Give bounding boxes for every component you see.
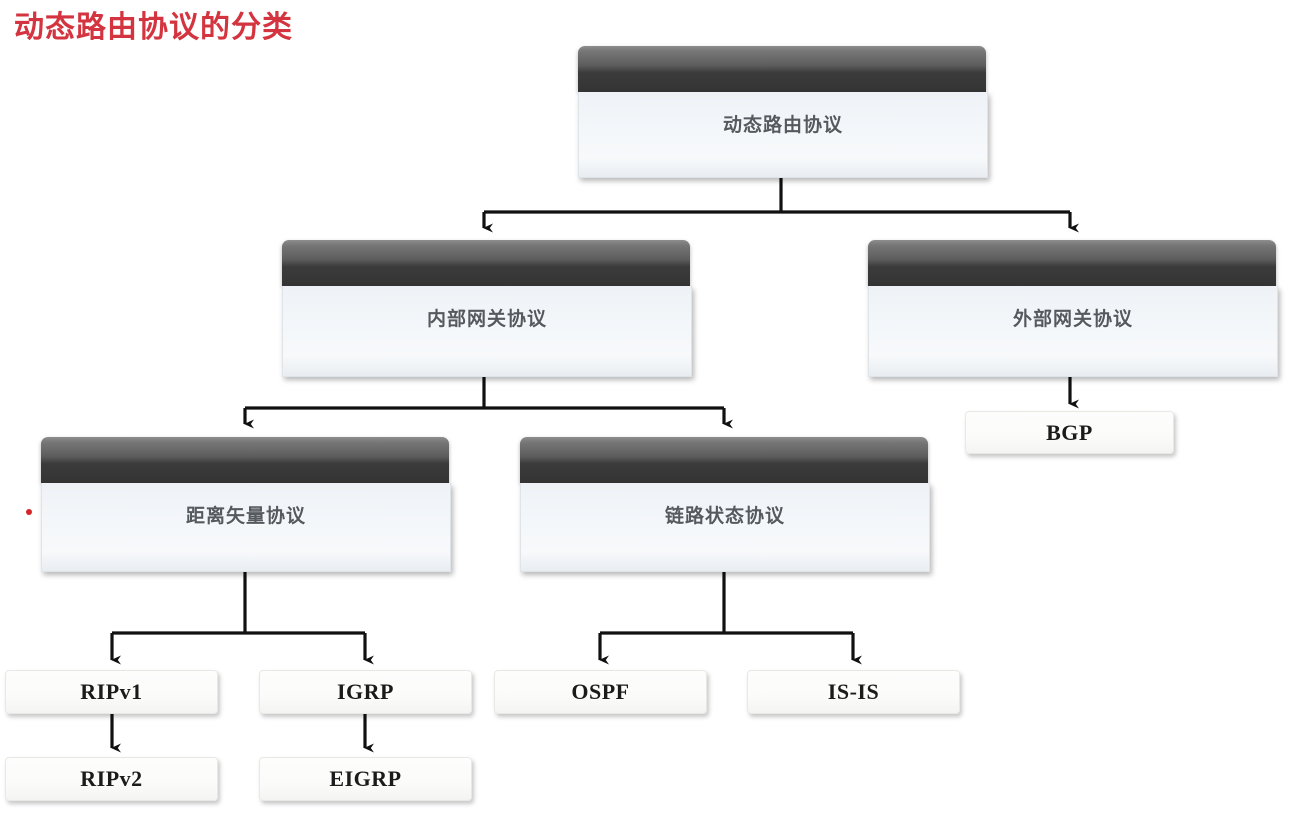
node-egp-body: 外部网关协议 <box>868 286 1278 377</box>
node-isis[interactable]: IS-IS <box>747 670 960 714</box>
node-igrp[interactable]: IGRP <box>259 670 472 714</box>
node-igp-header <box>282 240 690 286</box>
node-ripv1[interactable]: RIPv1 <box>5 670 218 714</box>
node-root-body: 动态路由协议 <box>578 92 988 178</box>
node-ripv1-label: RIPv1 <box>80 679 143 704</box>
node-link-state-label: 链路状态协议 <box>664 506 785 527</box>
node-root-label: 动态路由协议 <box>722 115 843 136</box>
node-root-header <box>578 46 986 92</box>
node-link-state-body: 链路状态协议 <box>520 483 930 572</box>
node-isis-label: IS-IS <box>827 679 880 704</box>
node-eigrp-label: EIGRP <box>329 766 402 791</box>
node-distance-vector[interactable]: 距离矢量协议 <box>26 437 451 572</box>
node-egp-label: 外部网关协议 <box>1012 309 1133 330</box>
node-ripv2-label: RIPv2 <box>80 766 143 791</box>
node-egp-header <box>868 240 1276 286</box>
node-igp-body: 内部网关协议 <box>282 286 692 377</box>
node-egp[interactable]: 外部网关协议 <box>868 240 1278 377</box>
page-title: 动态路由协议的分类 <box>14 11 293 44</box>
node-link-state-header <box>520 437 928 483</box>
node-ospf-label: OSPF <box>571 679 630 704</box>
node-igp[interactable]: 内部网关协议 <box>282 240 692 377</box>
node-ripv2[interactable]: RIPv2 <box>5 757 218 801</box>
node-distance-vector-label: 距离矢量协议 <box>26 501 450 528</box>
red-dot-marker-icon <box>26 509 32 515</box>
node-igp-label: 内部网关协议 <box>426 309 547 330</box>
node-ospf[interactable]: OSPF <box>494 670 707 714</box>
node-link-state[interactable]: 链路状态协议 <box>520 437 930 572</box>
node-distance-vector-header <box>41 437 449 483</box>
node-distance-vector-body: 距离矢量协议 <box>26 483 451 572</box>
node-bgp[interactable]: BGP <box>965 411 1174 454</box>
node-root[interactable]: 动态路由协议 <box>578 46 988 178</box>
node-eigrp[interactable]: EIGRP <box>259 757 472 801</box>
node-igrp-label: IGRP <box>337 679 394 704</box>
node-bgp-label: BGP <box>1046 419 1093 445</box>
